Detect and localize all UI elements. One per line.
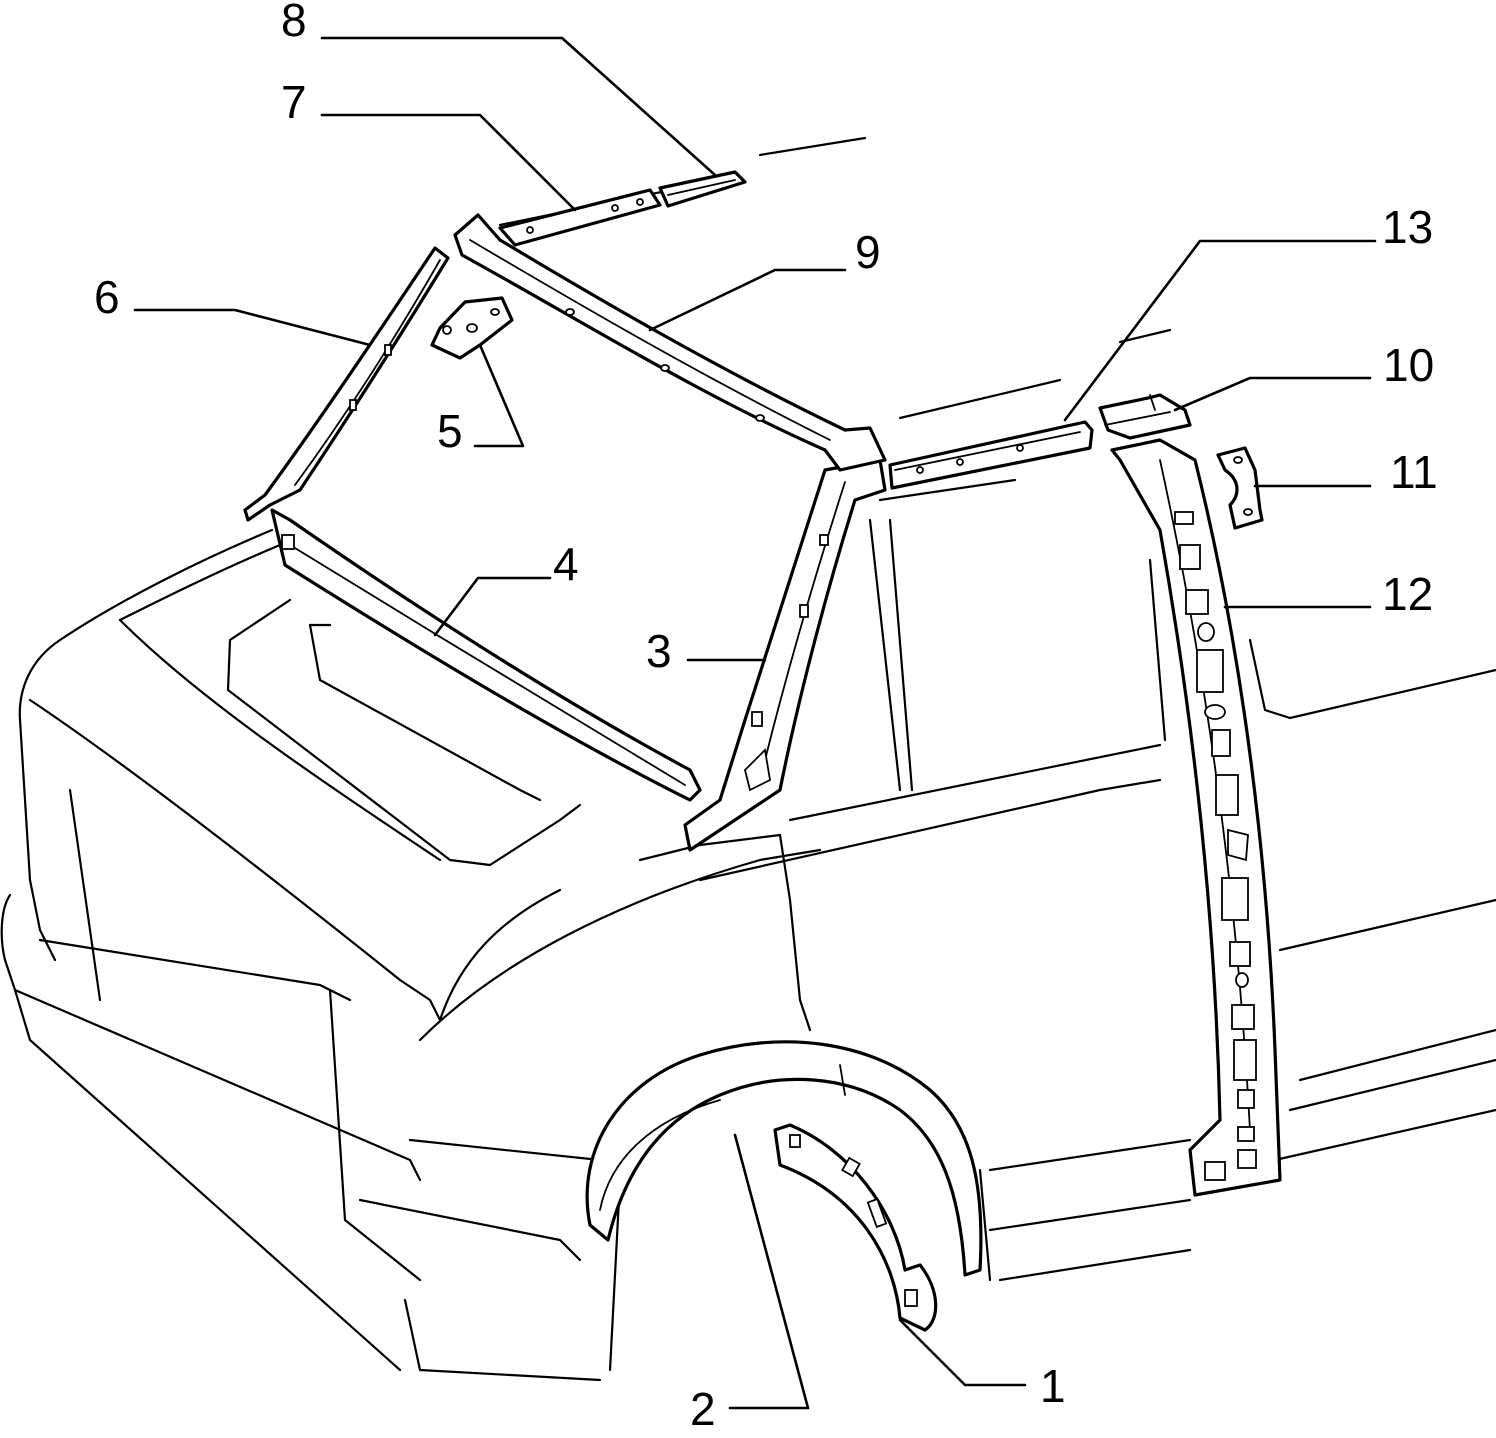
part-5-small-bracket bbox=[430, 296, 514, 360]
callout-8: 8 bbox=[281, 0, 307, 46]
callout-labels: 1 2 3 4 5 6 7 8 9 10 11 12 13 bbox=[94, 0, 1438, 1435]
part-2-wheel-arch-outer bbox=[585, 1040, 983, 1277]
callout-2: 2 bbox=[690, 1383, 716, 1435]
part-12-b-pillar bbox=[1110, 438, 1282, 1197]
callout-5: 5 bbox=[437, 405, 463, 457]
callout-10: 10 bbox=[1383, 339, 1434, 391]
part-9-windshield-header bbox=[453, 213, 887, 472]
callout-7: 7 bbox=[281, 76, 307, 128]
part-3-a-pillar bbox=[683, 458, 887, 852]
callout-13: 13 bbox=[1382, 201, 1433, 253]
part-7-roof-rail bbox=[498, 188, 662, 247]
callout-11: 11 bbox=[1390, 446, 1438, 498]
part-10-pillar-top-cap bbox=[1098, 393, 1192, 440]
callout-12: 12 bbox=[1382, 568, 1433, 620]
callout-4: 4 bbox=[553, 538, 579, 590]
callout-6: 6 bbox=[94, 271, 120, 323]
leader-lines bbox=[133, 36, 1377, 1410]
callout-1: 1 bbox=[1040, 1360, 1066, 1412]
part-11-small-plate bbox=[1216, 446, 1264, 530]
part-13-roof-rail-segment bbox=[888, 420, 1094, 490]
part-6-left-a-pillar bbox=[243, 246, 450, 522]
part-4-cowl-panel bbox=[270, 508, 702, 802]
callout-3: 3 bbox=[646, 625, 672, 677]
callout-9: 9 bbox=[855, 226, 881, 278]
part-1-inner-arch-bracket bbox=[773, 1123, 938, 1332]
part-8-roof-rail-end bbox=[658, 170, 747, 208]
